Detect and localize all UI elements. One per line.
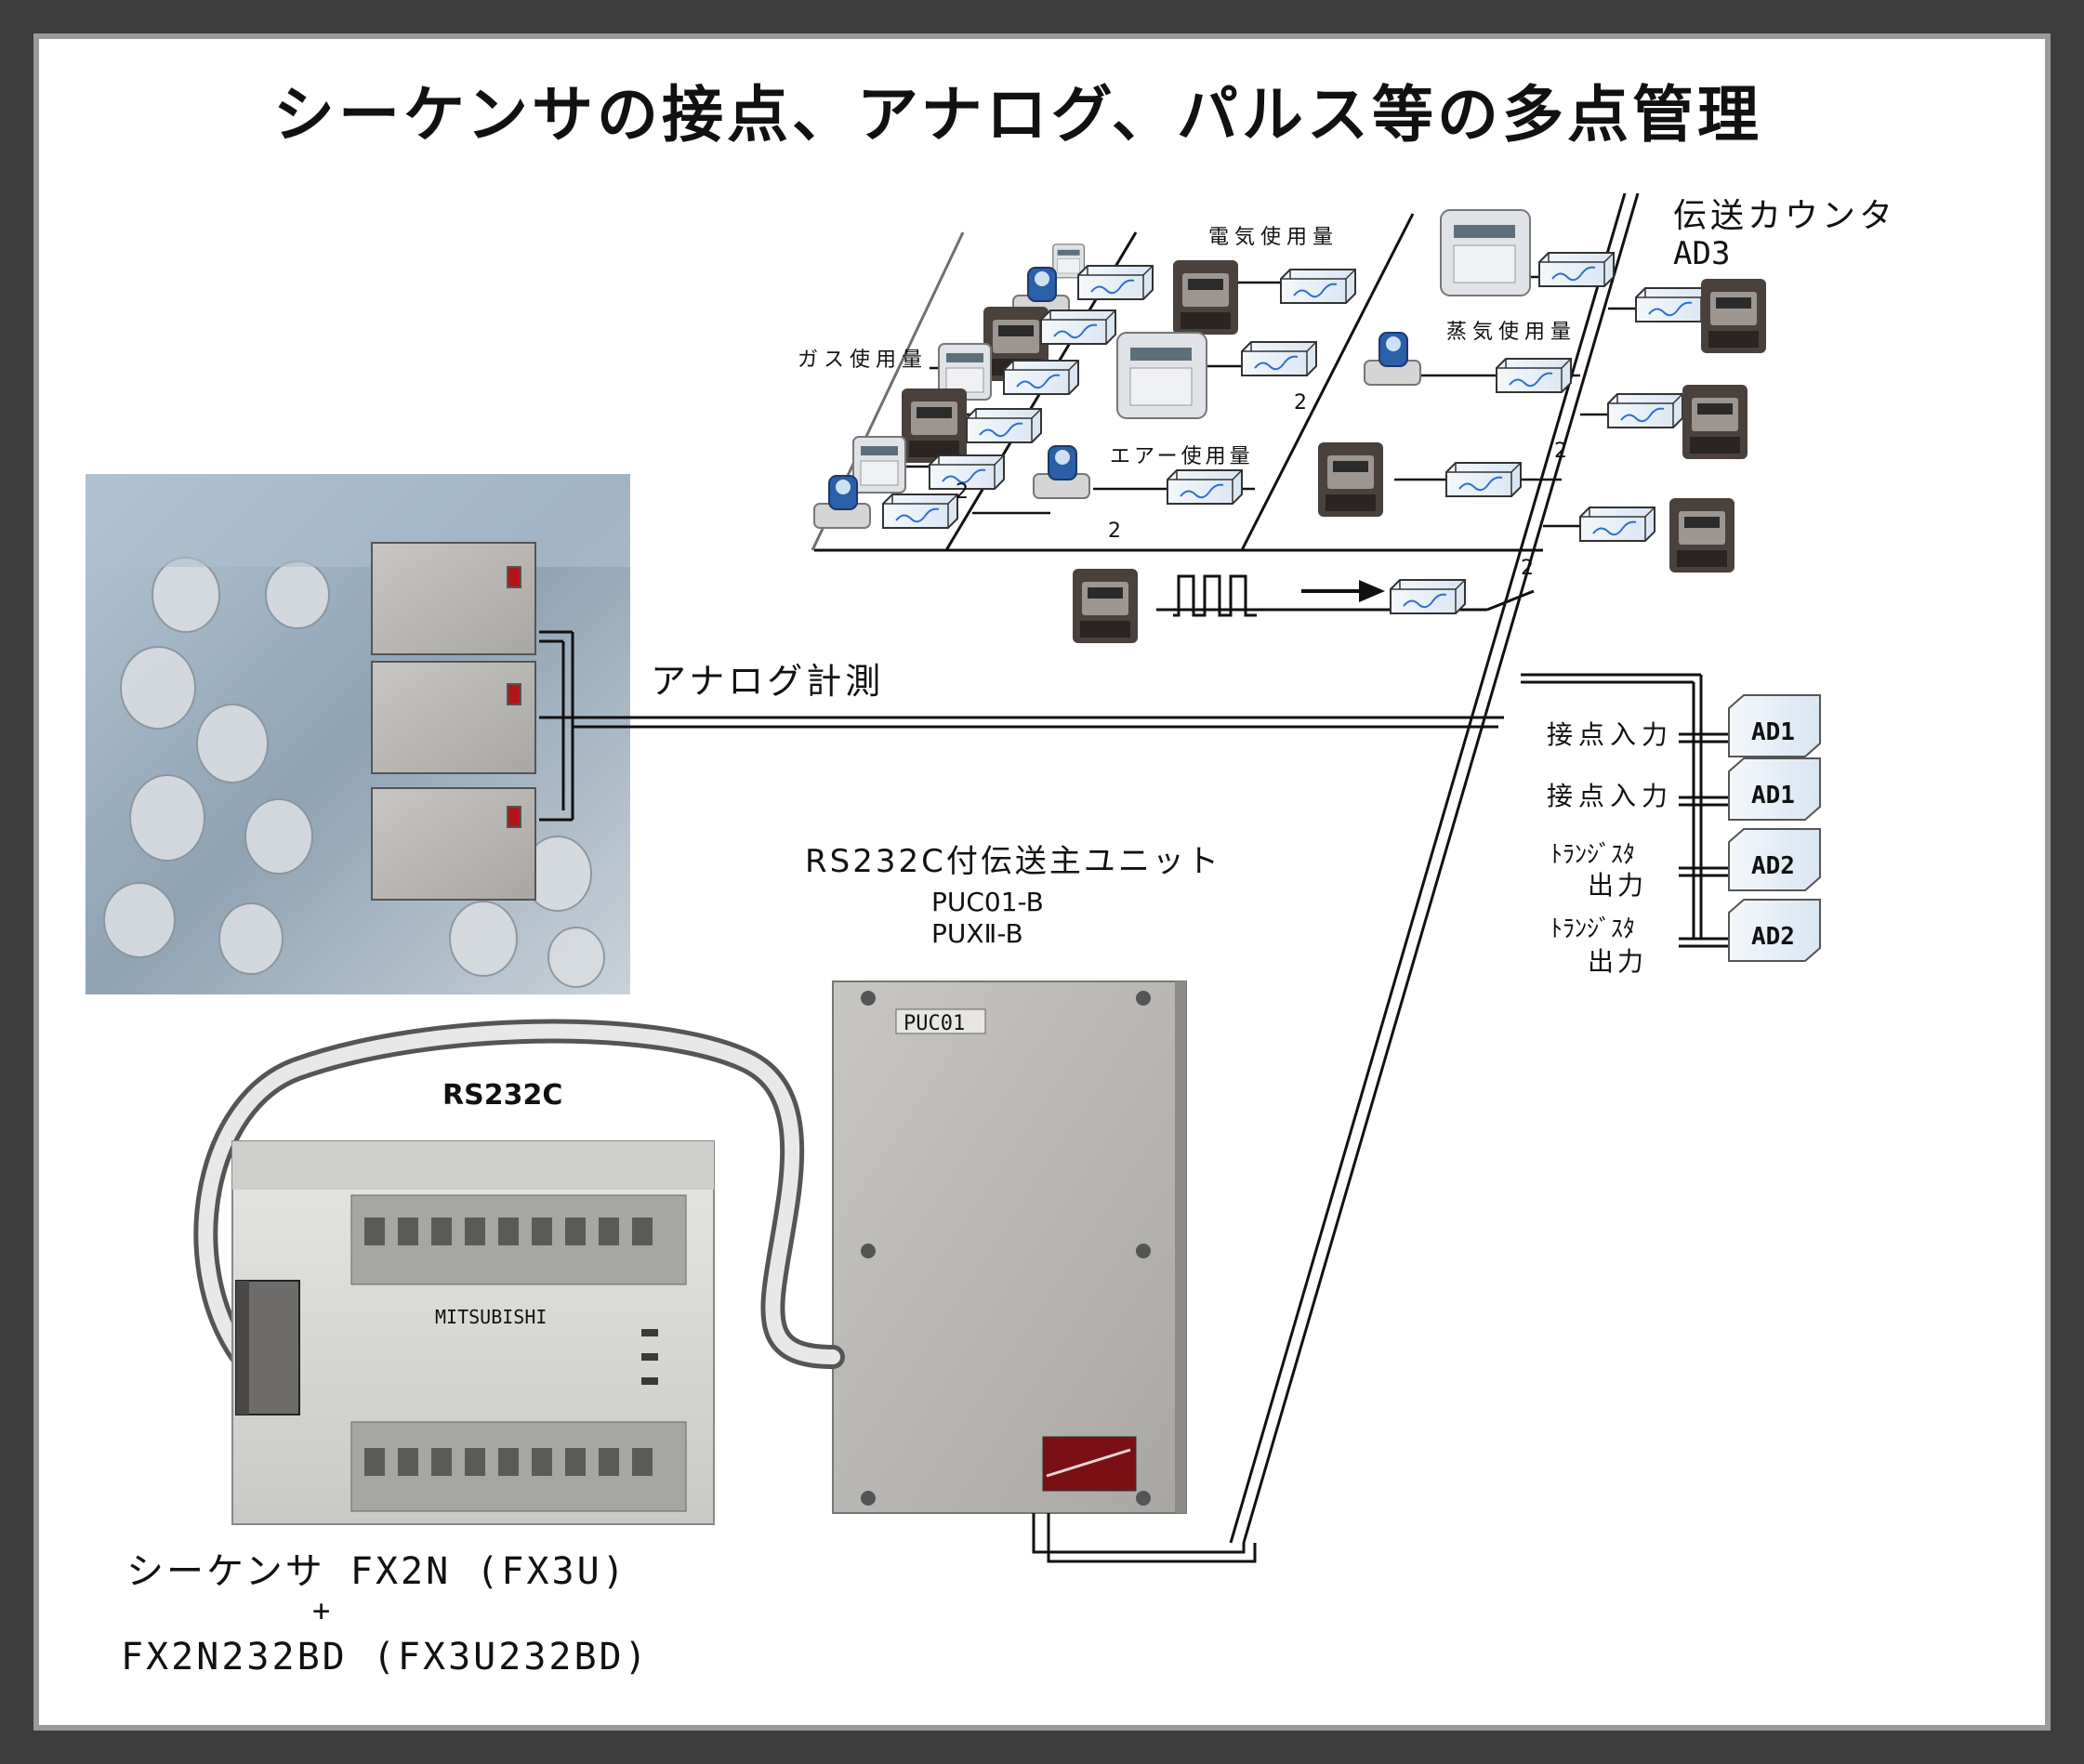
label-steam: 蒸気使用量 [1446, 321, 1576, 344]
rs232c-cable [193, 1019, 845, 1369]
ad1-label-2: AD1 [1751, 782, 1795, 810]
ad1-label-1: AD1 [1751, 718, 1795, 746]
label-contact-in-2: 接点入力 [1547, 781, 1673, 811]
label-contact-in-1: 接点入力 [1547, 719, 1673, 750]
plant-photo [86, 474, 630, 994]
field-devices [813, 209, 1766, 643]
label-analog: アナログ計測 [651, 661, 884, 702]
plc-brand: MITSUBISHI [435, 1306, 547, 1328]
analog-units [371, 542, 536, 901]
label-rs232c: RS232C [442, 1079, 562, 1112]
puc-plate-label: PUC01 [904, 1012, 965, 1035]
label-counter-name: 伝送カウンタ [1673, 197, 1896, 235]
analog-bus [573, 673, 1703, 939]
label-counter-model: AD3 [1673, 235, 1730, 272]
label-main-model-1: PUC01-B [931, 887, 1044, 917]
label-plc-line2: + [312, 1593, 330, 1628]
label-main-model-2: PUXⅡ-B [931, 918, 1023, 949]
label-electric: 電気使用量 [1208, 226, 1339, 249]
main-unit: RS232C付伝送主ユニット PUC01-B PUXⅡ-B PUC01 [805, 843, 1257, 1563]
svg-text:2: 2 [1521, 557, 1534, 580]
label-plc-line3: FX2N232BD (FX3U232BD) [121, 1636, 650, 1678]
label-plc-line1: シーケンサ FX2N (FX3U) [126, 1550, 627, 1593]
svg-text:2: 2 [1554, 440, 1567, 463]
wire-count-markers: 2 2 2 2 2 [956, 391, 1567, 580]
label-transistor-2b: 出力 [1588, 946, 1647, 977]
ad2-label-1: AD2 [1751, 852, 1795, 880]
label-main-unit: RS232C付伝送主ユニット [805, 843, 1221, 880]
svg-text:2: 2 [1108, 520, 1121, 543]
svg-text:2: 2 [1294, 391, 1307, 415]
label-transistor-1b: 出力 [1588, 870, 1647, 901]
svg-text:2: 2 [956, 480, 969, 504]
label-air: エアー使用量 [1110, 445, 1254, 468]
label-gas: ガス使用量 [798, 349, 928, 372]
io-modules: AD1 AD1 AD2 AD2 接点入力 接点入力 ﾄﾗﾝｼﾞｽﾀ 出力 ﾄﾗﾝ… [1547, 694, 1821, 977]
ad2-label-2: AD2 [1751, 923, 1795, 951]
plc-unit: MITSUBISHI [231, 1140, 715, 1525]
label-transistor-1a: ﾄﾗﾝｼﾞｽﾀ [1550, 841, 1635, 869]
label-transistor-2a: ﾄﾗﾝｼﾞｽﾀ [1550, 915, 1635, 943]
page-title: シーケンサの接点、アナログ、パルス等の多点管理 [273, 79, 1762, 151]
